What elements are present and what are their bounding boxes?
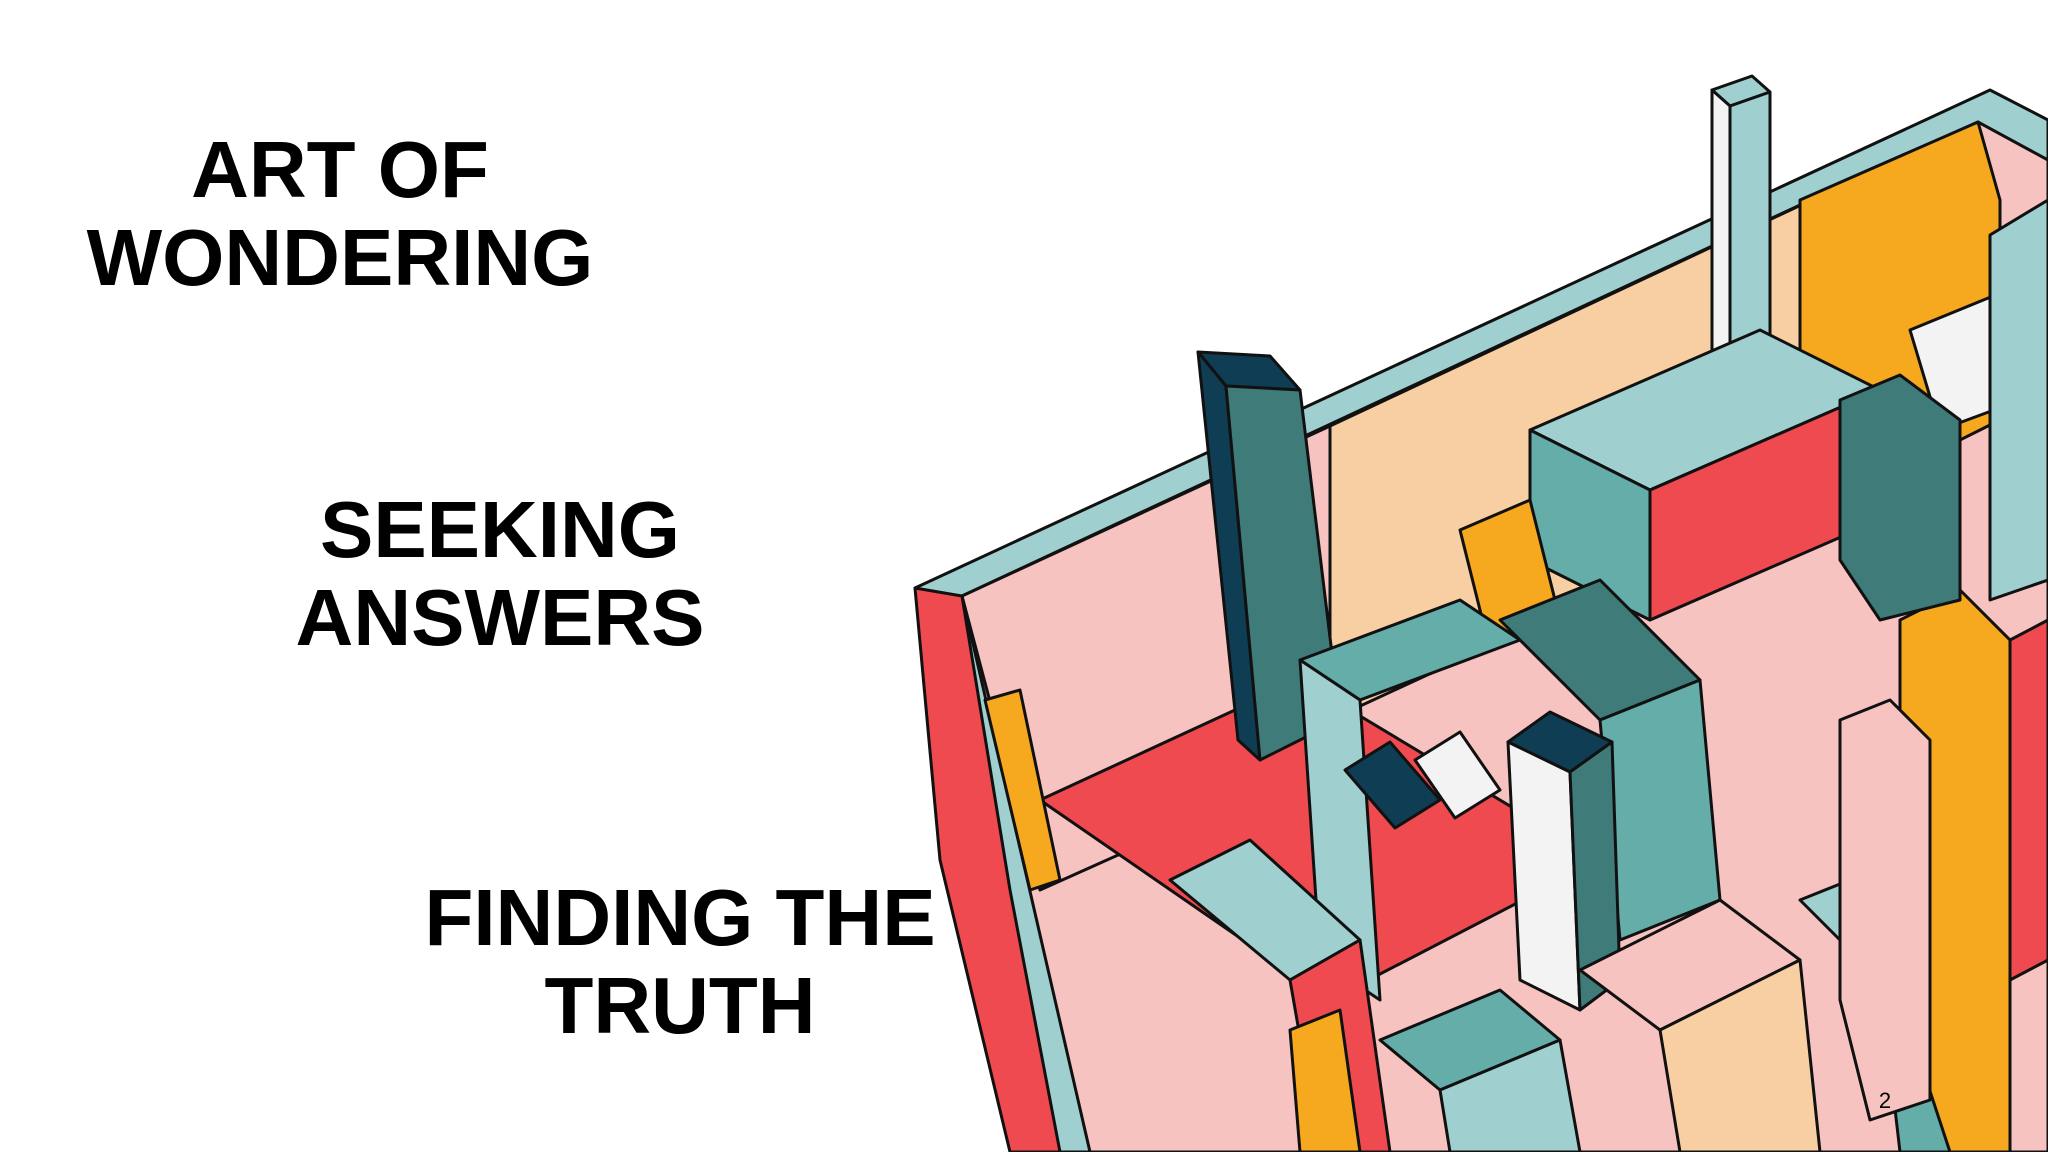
tower-right-pink xyxy=(1838,698,1932,1122)
tower-right-teal xyxy=(1838,373,1962,622)
block-white-small xyxy=(1413,730,1502,820)
heading-line: ART OF xyxy=(191,125,489,214)
heading-line: SEEKING xyxy=(319,485,681,574)
block-mint-lower2 xyxy=(1438,1038,1582,1152)
heading-art-of-wondering: ART OF WONDERING xyxy=(60,126,620,302)
heading-line: WONDERING xyxy=(86,213,594,302)
heading-line: TRUTH xyxy=(544,961,816,1050)
page-number: 2 xyxy=(1878,1088,1892,1113)
heading-finding-the-truth: FINDING THE TRUTH xyxy=(380,874,980,1050)
heading-line: ANSWERS xyxy=(295,573,705,662)
side-wall-orange xyxy=(983,688,1062,892)
block-peach-lower xyxy=(1658,958,1822,1152)
heading-seeking-answers: SEEKING ANSWERS xyxy=(240,486,760,662)
side-wall-red xyxy=(913,586,1062,1152)
block-orange-lower xyxy=(1288,1008,1362,1152)
heading-line: FINDING THE xyxy=(424,873,936,962)
tower-right-mint xyxy=(1988,198,2048,602)
block-navy-small xyxy=(1343,740,1442,830)
isometric-city-illustration xyxy=(913,74,2048,1152)
tower-right-red xyxy=(2008,618,2048,982)
